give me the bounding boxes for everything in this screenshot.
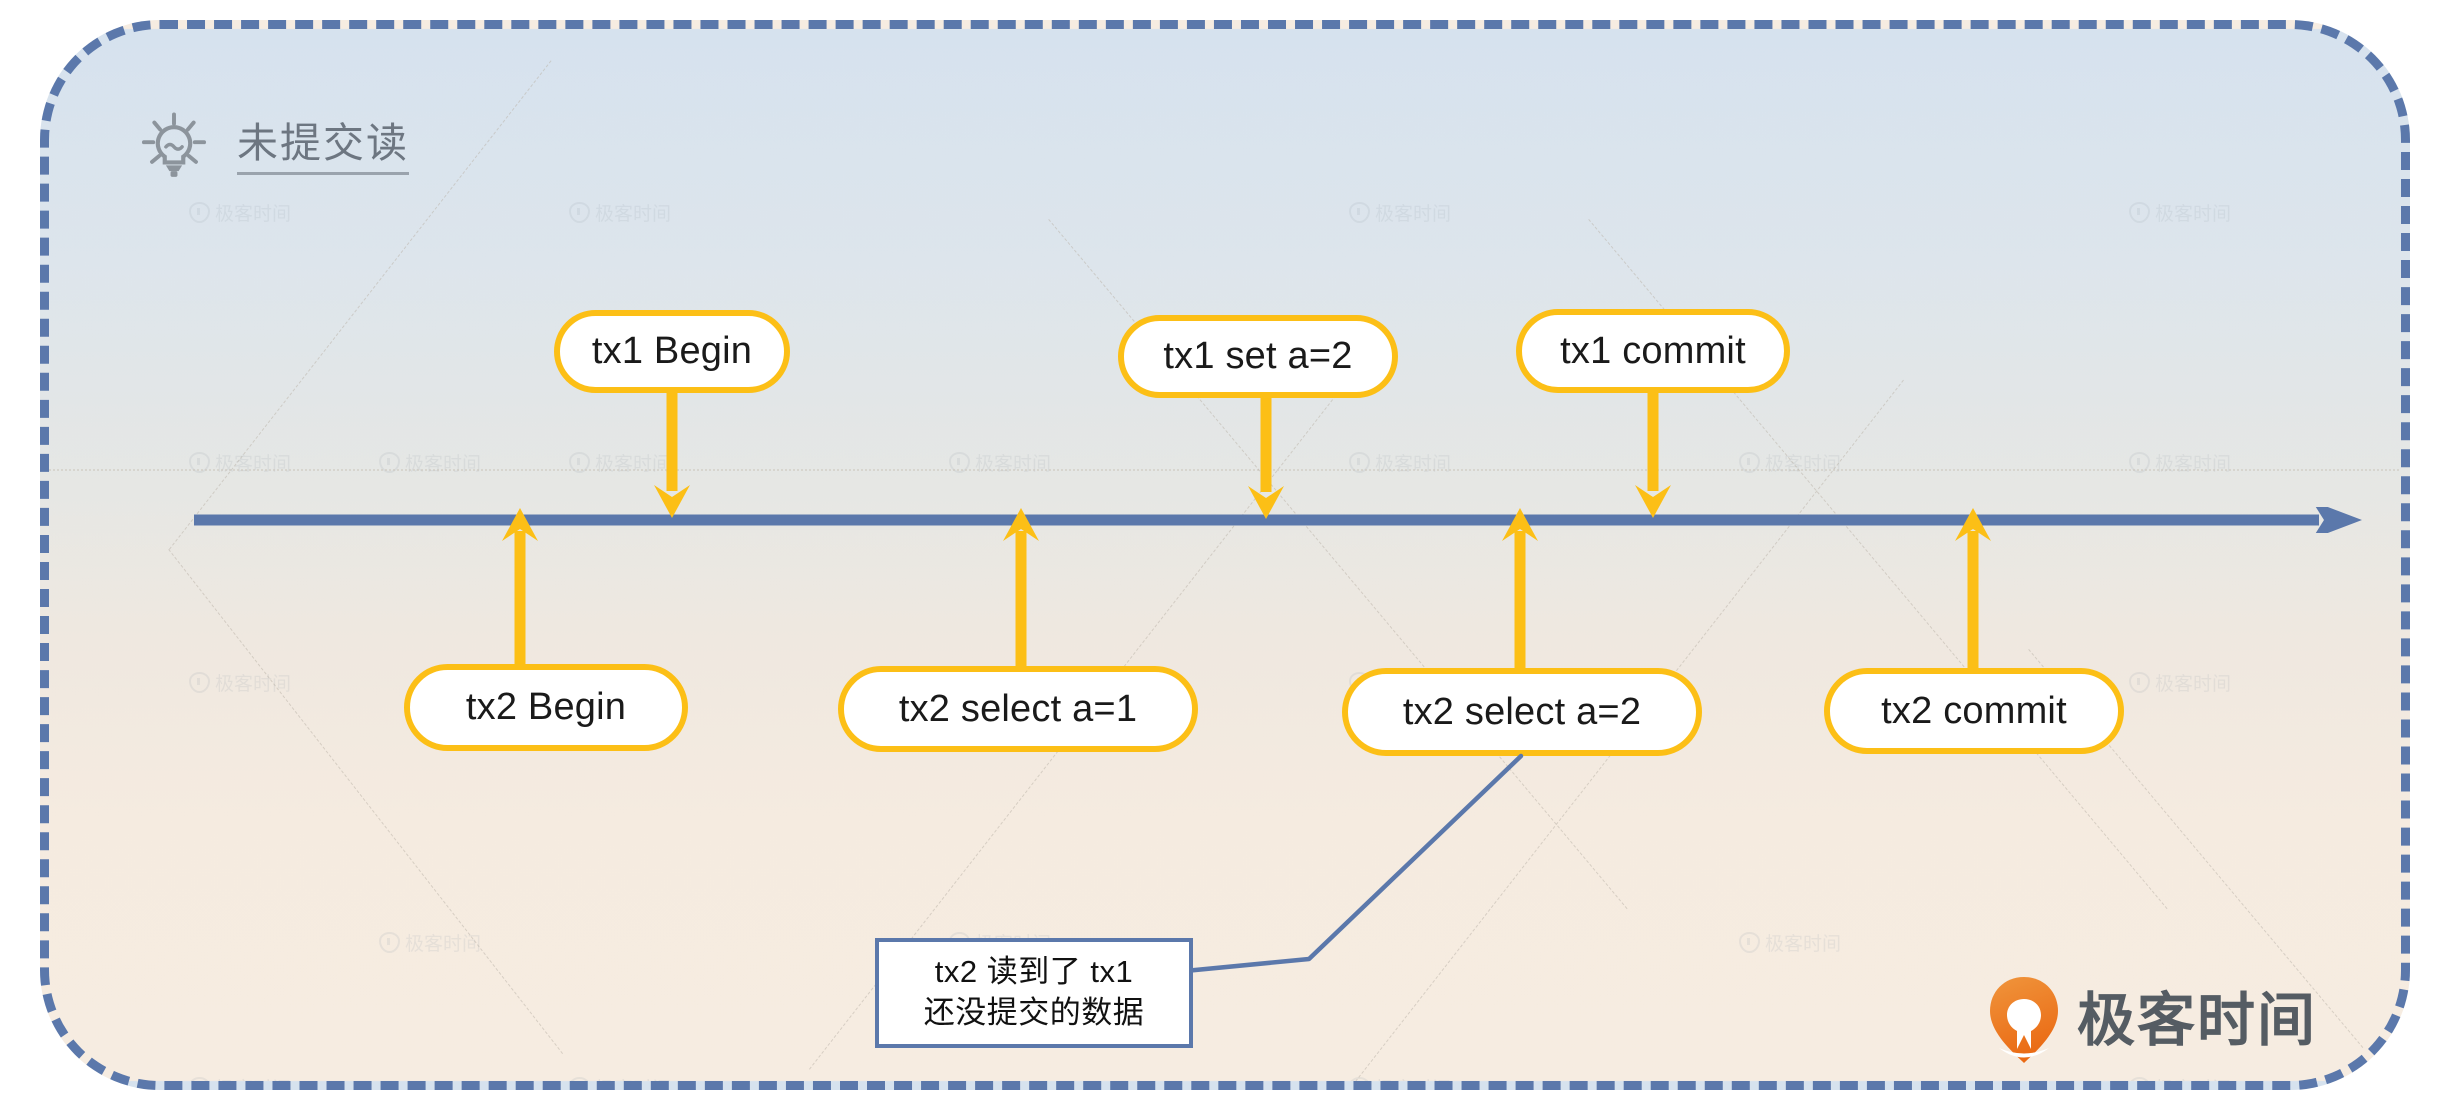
page-title: 未提交读 <box>237 120 409 176</box>
node-label: tx2 select a=1 <box>898 687 1138 730</box>
arrow-axis-to-tx2-commit <box>1950 505 1996 671</box>
node-tx1-commit[interactable]: tx1 commit <box>1516 309 1790 393</box>
node-label: tx2 select a=2 <box>1402 690 1642 733</box>
lightbulb-icon <box>141 112 207 177</box>
node-tx2-select-a1[interactable]: tx2 select a=1 <box>838 666 1198 752</box>
arrow-axis-to-tx2-select-2 <box>1497 505 1543 673</box>
annotation-note: tx2 读到了 tx1 还没提交的数据 <box>875 938 1193 1048</box>
arrow-axis-to-tx2-begin <box>497 505 543 679</box>
arrow-axis-to-tx2-select-1 <box>998 505 1044 669</box>
note-leader-line <box>1151 753 1524 977</box>
node-tx2-select-a2[interactable]: tx2 select a=2 <box>1342 668 1702 756</box>
arrow-tx1-commit-to-axis <box>1630 393 1676 521</box>
node-label: tx1 Begin <box>591 330 753 372</box>
node-tx1-set[interactable]: tx1 set a=2 <box>1118 315 1398 398</box>
node-tx1-begin[interactable]: tx1 Begin <box>554 310 790 393</box>
dashed-frame: 极客时间极客时间极客时间极客时间极客时间极客时间极客时间极客时间极客时间极客时间… <box>40 20 2410 1090</box>
brand-logo: 极客时间 <box>1987 975 2317 1067</box>
note-line-1: tx2 读到了 tx1 <box>934 954 1134 990</box>
geektime-pin-icon <box>1990 977 2058 1063</box>
arrow-tx1-begin-to-axis <box>649 393 695 521</box>
time-axis <box>194 507 2362 533</box>
brand-name: 极客时间 <box>2077 988 2318 1053</box>
arrow-tx1-set-to-axis <box>1243 398 1289 522</box>
node-label: tx2 Begin <box>465 686 627 728</box>
node-tx2-begin[interactable]: tx2 Begin <box>404 664 688 751</box>
node-label: tx1 commit <box>1560 329 1746 372</box>
node-label: tx1 set a=2 <box>1163 335 1353 377</box>
note-line-2: 还没提交的数据 <box>923 995 1145 1030</box>
node-tx2-commit[interactable]: tx2 commit <box>1824 668 2124 754</box>
diagram-header: 未提交读 <box>137 111 409 185</box>
node-label: tx2 commit <box>1881 689 2067 732</box>
